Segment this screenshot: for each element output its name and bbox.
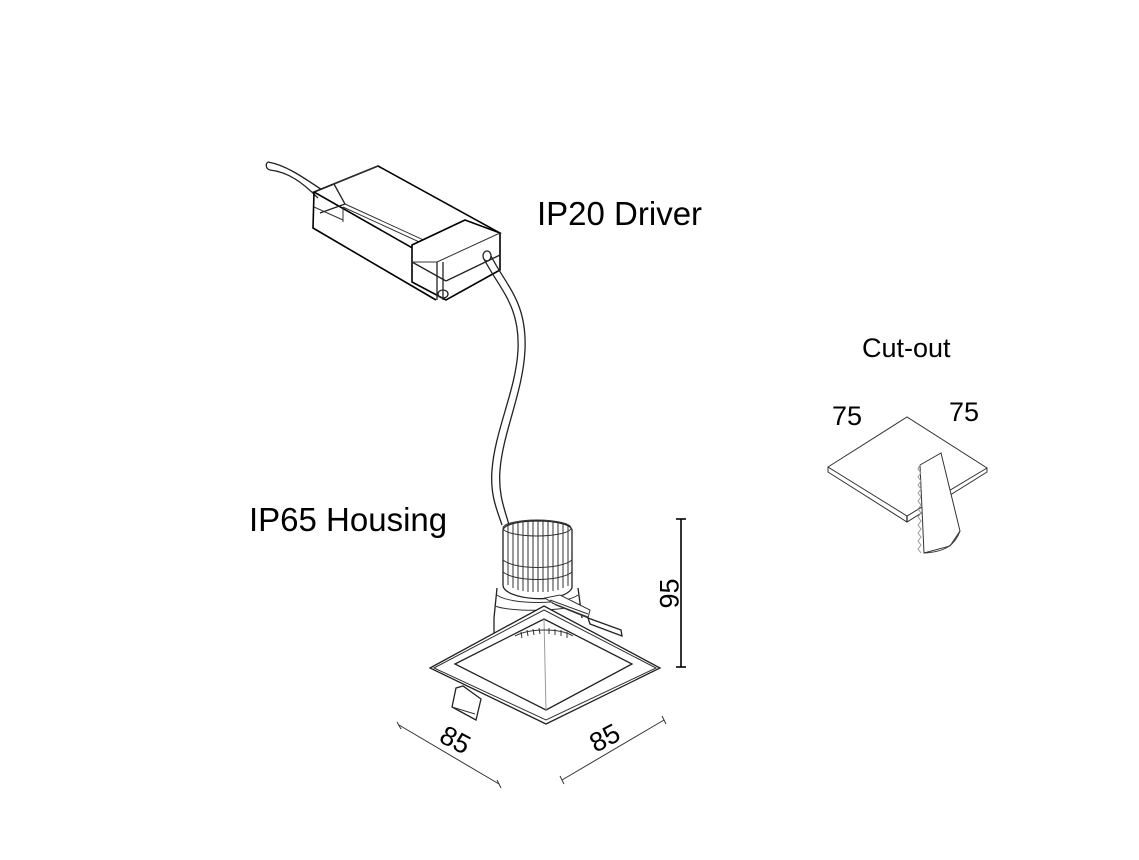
driver-label: IP20 Driver — [537, 195, 703, 232]
cutout-dimension-left: 75 — [832, 401, 863, 431]
housing — [428, 519, 662, 725]
cutout-label: Cut-out — [862, 333, 951, 363]
dimension-85-left-line — [396, 721, 502, 789]
dimension-85-right-line — [559, 715, 667, 785]
cutout-dimension-right: 75 — [949, 397, 980, 427]
housing-label: IP65 Housing — [249, 501, 448, 538]
cutout-drawing — [827, 416, 988, 554]
driver-box — [312, 165, 502, 301]
dimension-95-line — [676, 518, 686, 668]
height-dimension: 95 — [654, 578, 685, 609]
connecting-cable — [483, 255, 526, 526]
